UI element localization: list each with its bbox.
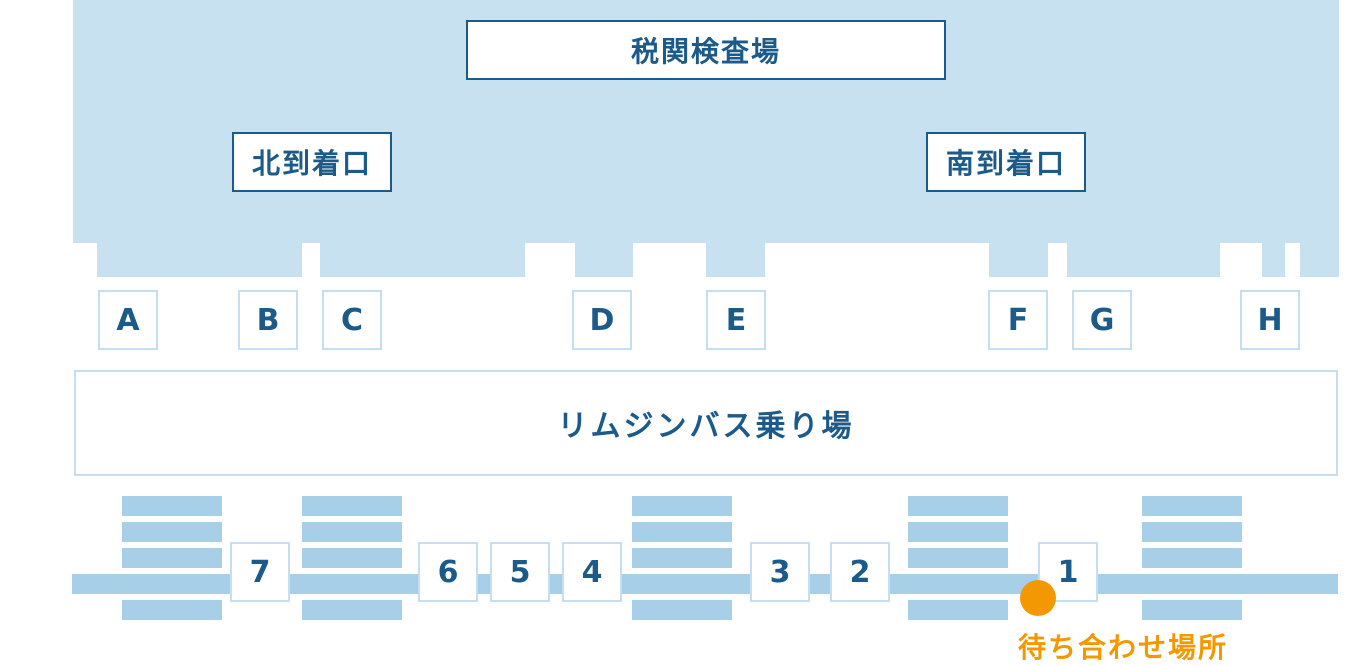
crosswalk-stripe bbox=[1142, 548, 1242, 568]
crosswalk-stripe bbox=[122, 600, 222, 620]
gate-d: D bbox=[572, 290, 632, 350]
wall-notch bbox=[302, 243, 320, 277]
gate-g: G bbox=[1072, 290, 1132, 350]
crosswalk-stripe bbox=[632, 600, 732, 620]
bus-stop-3: 3 bbox=[750, 542, 810, 602]
crosswalk-stripe bbox=[122, 496, 222, 516]
crosswalk-stripe bbox=[302, 496, 402, 516]
wall-notch bbox=[525, 243, 575, 277]
wall-notch bbox=[1285, 243, 1300, 277]
crosswalk-stripe bbox=[908, 548, 1008, 568]
bus-stop-4: 4 bbox=[562, 542, 622, 602]
customs-box: 税関検査場 bbox=[466, 20, 946, 80]
wall-notch bbox=[1048, 243, 1067, 277]
north-exit-box: 北到着口 bbox=[232, 132, 392, 192]
gate-e: E bbox=[706, 290, 766, 350]
wall-notch bbox=[1220, 243, 1262, 277]
wall-notch bbox=[765, 243, 989, 277]
crosswalk-stripe bbox=[302, 600, 402, 620]
crosswalk-stripe bbox=[908, 522, 1008, 542]
bus-stop-7: 7 bbox=[230, 542, 290, 602]
crosswalk-stripe bbox=[1142, 522, 1242, 542]
gate-f: F bbox=[988, 290, 1048, 350]
crosswalk-stripe bbox=[632, 496, 732, 516]
gate-a: A bbox=[98, 290, 158, 350]
south-exit-box: 南到着口 bbox=[926, 132, 1086, 192]
crosswalk-stripe bbox=[908, 496, 1008, 516]
crosswalk-stripe bbox=[302, 548, 402, 568]
bus-stop-6: 6 bbox=[418, 542, 478, 602]
bus-stop-5: 5 bbox=[490, 542, 550, 602]
crosswalk-stripe bbox=[1142, 496, 1242, 516]
wall-notch bbox=[73, 243, 97, 277]
bus-stop-2: 2 bbox=[830, 542, 890, 602]
gate-c: C bbox=[322, 290, 382, 350]
crosswalk-stripe bbox=[122, 548, 222, 568]
crosswalk-stripe bbox=[908, 600, 1008, 620]
crosswalk-stripe bbox=[1142, 600, 1242, 620]
limousine-bus-area: リムジンバス乗り場 bbox=[74, 370, 1338, 476]
crosswalk-stripe bbox=[632, 548, 732, 568]
meeting-point-label: 待ち合わせ場所 bbox=[1018, 631, 1229, 664]
crosswalk-stripe bbox=[632, 522, 732, 542]
meeting-point-marker bbox=[1020, 580, 1056, 616]
gate-h: H bbox=[1240, 290, 1300, 350]
gate-b: B bbox=[238, 290, 298, 350]
crosswalk-stripe bbox=[302, 522, 402, 542]
crosswalk-stripe bbox=[122, 522, 222, 542]
wall-notch bbox=[633, 243, 706, 277]
